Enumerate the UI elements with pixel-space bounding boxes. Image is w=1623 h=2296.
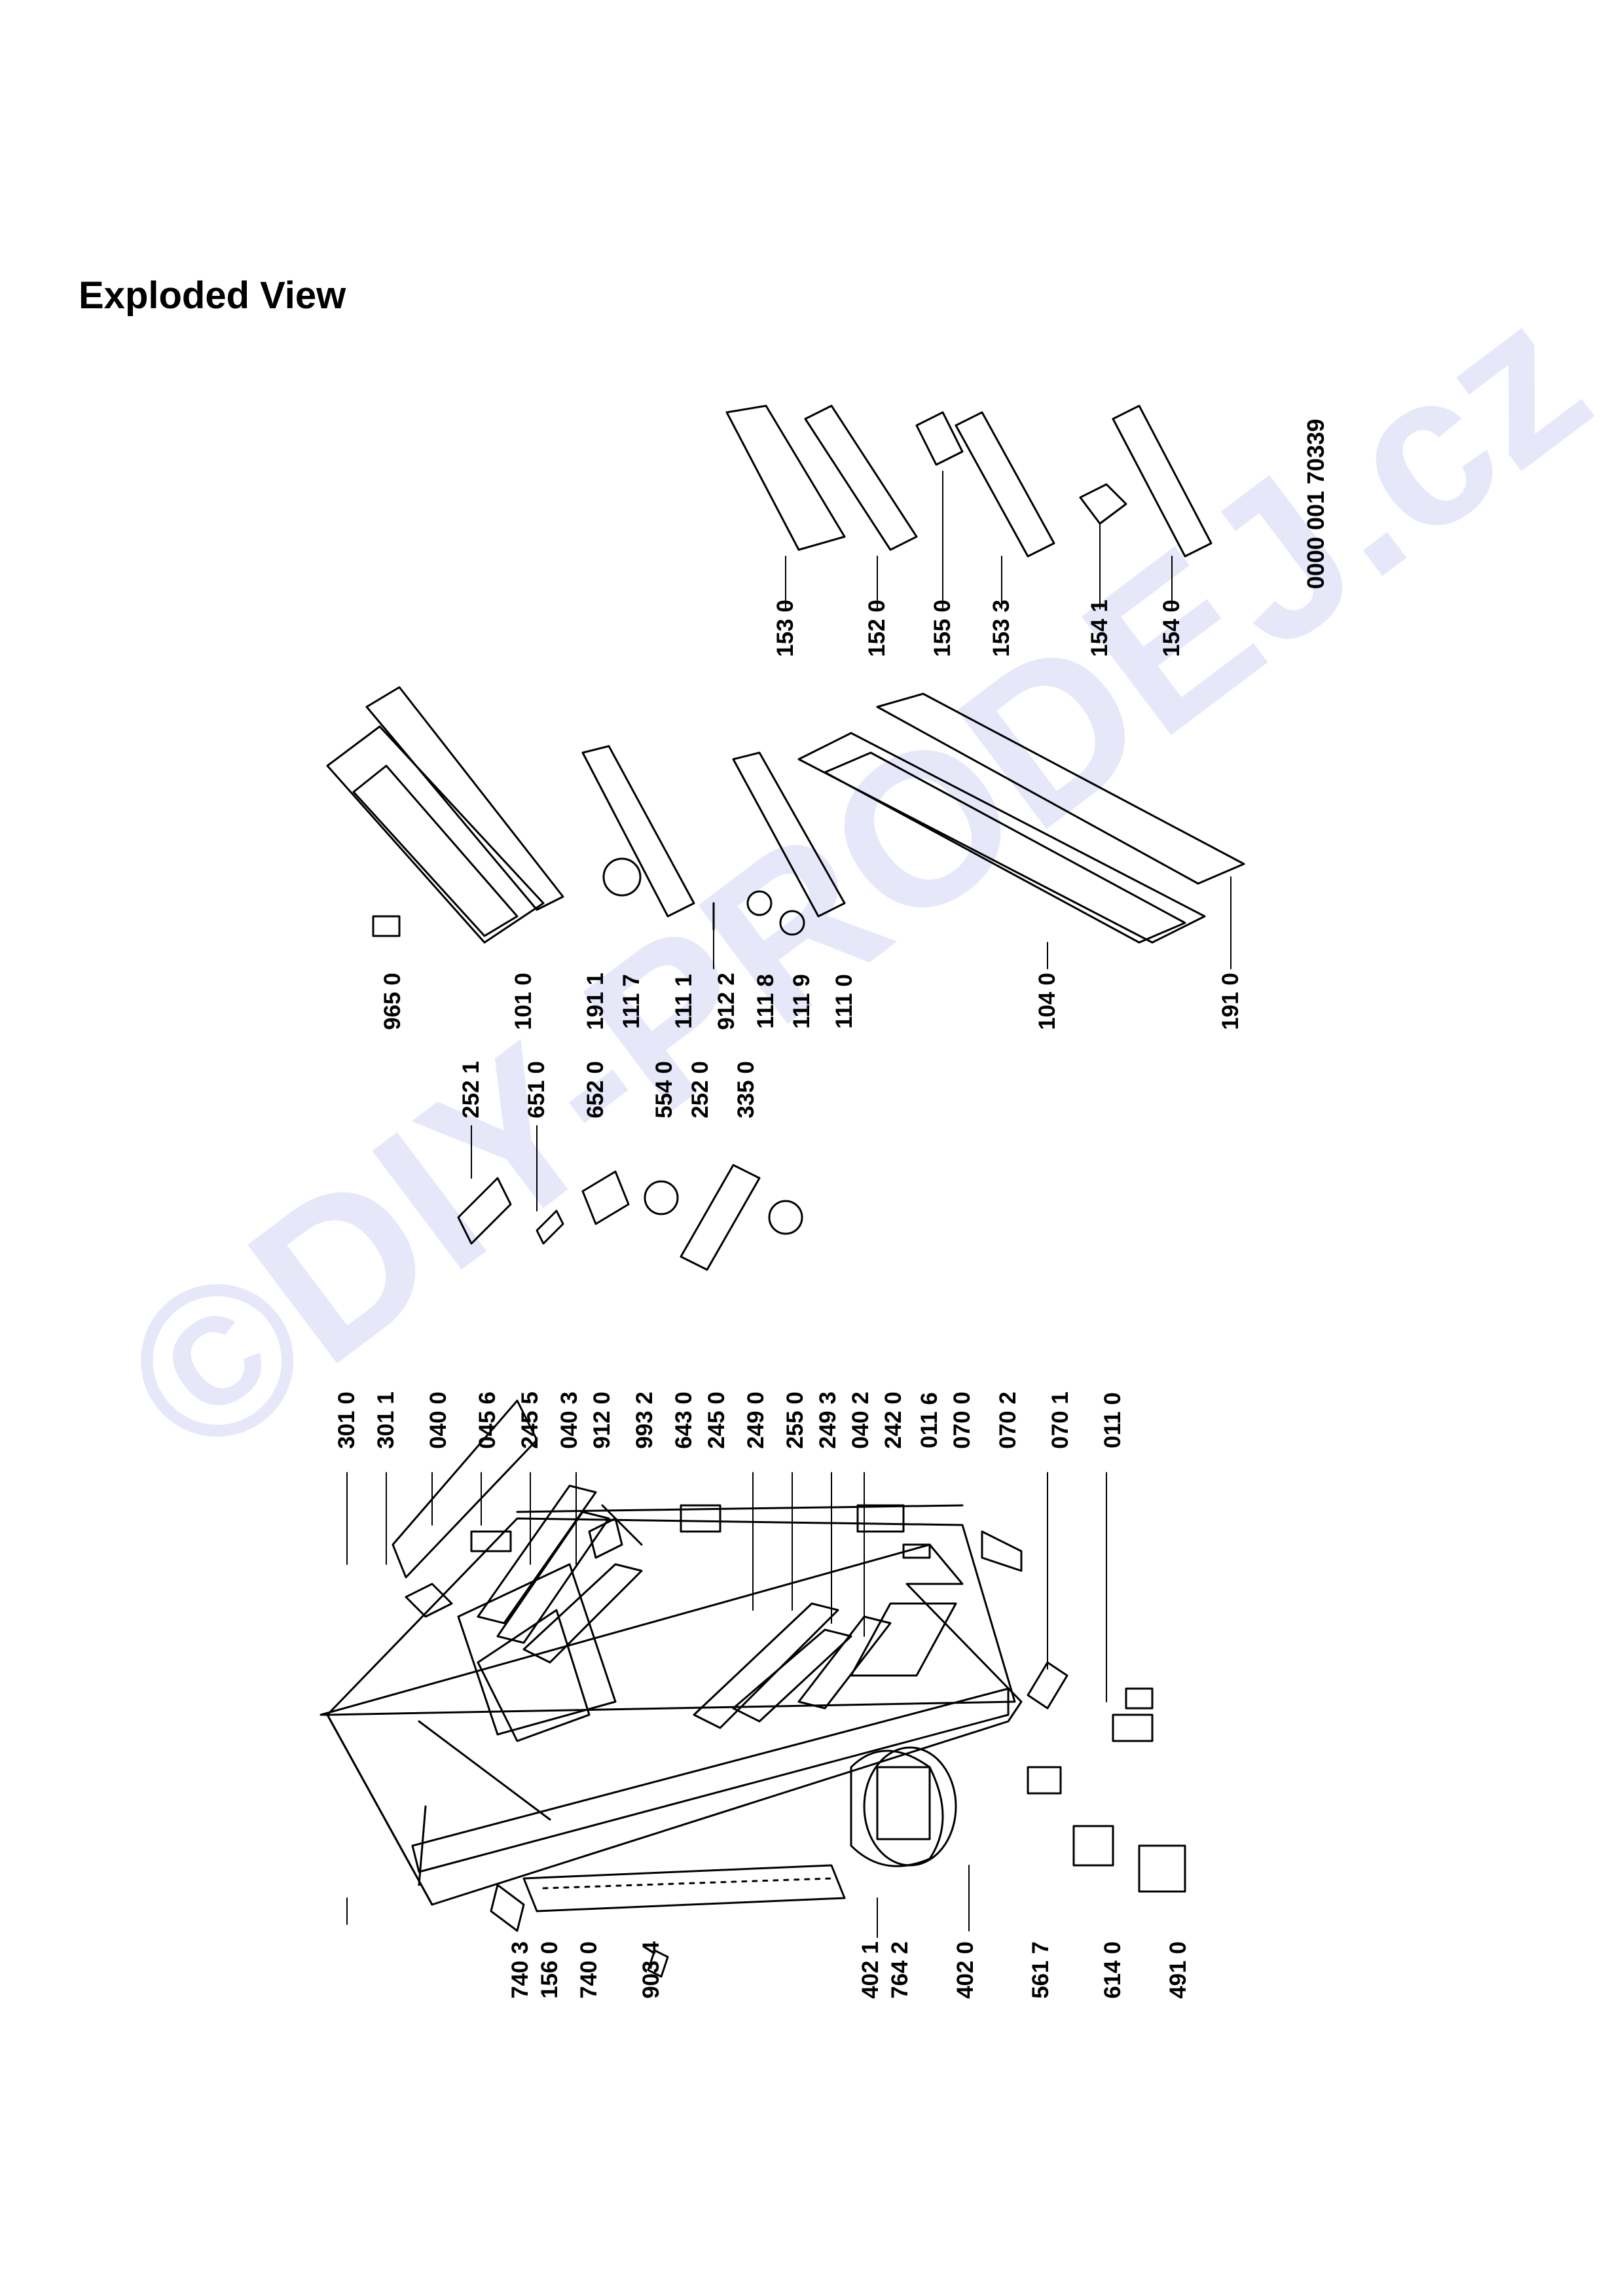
label-040-3: 040 3 xyxy=(556,1391,582,1449)
label-903-4: 903 4 xyxy=(638,1941,664,1999)
label-153-3: 153 3 xyxy=(989,600,1014,657)
label-101-0: 101 0 xyxy=(511,973,536,1030)
label-156-0: 156 0 xyxy=(537,1941,562,1999)
label-249-3: 249 3 xyxy=(815,1391,841,1449)
label-740-3: 740 3 xyxy=(507,1941,533,1999)
label-335-0: 335 0 xyxy=(733,1061,759,1119)
label-152-0: 152 0 xyxy=(864,600,890,657)
label-011-0: 011 0 xyxy=(1100,1392,1125,1448)
freezer-door xyxy=(327,687,563,942)
label-155-0: 155 0 xyxy=(930,600,955,657)
label-111-1: 111 1 xyxy=(671,974,697,1029)
page-title: Exploded View xyxy=(79,274,346,317)
cabinet-body xyxy=(321,1401,1021,1905)
label-402-0: 402 0 xyxy=(953,1941,978,1999)
label-912-2: 912 2 xyxy=(714,973,739,1030)
condenser xyxy=(524,1865,845,1911)
label-070-1: 070 1 xyxy=(1048,1391,1073,1449)
label-111-0: 111 0 xyxy=(831,974,857,1029)
label-154-1: 154 1 xyxy=(1087,600,1112,657)
label-554-0: 554 0 xyxy=(651,1061,677,1119)
label-191-0: 191 0 xyxy=(1218,973,1243,1030)
label-045-6: 045 6 xyxy=(475,1391,500,1449)
label-111-8: 111 8 xyxy=(753,974,778,1029)
label-040-0: 040 0 xyxy=(426,1391,451,1449)
label-011-6: 011 6 xyxy=(917,1392,942,1448)
label-561-7: 561 7 xyxy=(1028,1941,1053,1999)
label-252-0: 252 0 xyxy=(687,1061,713,1119)
label-614-0: 614 0 xyxy=(1100,1941,1125,1999)
leader-lines xyxy=(347,471,1231,1937)
label-402-1: 402 1 xyxy=(858,1941,883,1999)
label-764-2: 764 2 xyxy=(887,1941,913,1999)
label-040-2: 040 2 xyxy=(848,1391,873,1449)
label-153-0: 153 0 xyxy=(773,600,798,657)
label-111-7: 111 7 xyxy=(619,974,644,1029)
fridge-door xyxy=(799,694,1244,942)
label-491-0: 491 0 xyxy=(1165,1941,1191,1999)
label-070-2: 070 2 xyxy=(995,1391,1021,1449)
label-245-5: 245 5 xyxy=(517,1391,543,1449)
label-070-0: 070 0 xyxy=(949,1391,975,1449)
label-252-1: 252 1 xyxy=(458,1061,484,1119)
label-652-0: 652 0 xyxy=(583,1061,608,1119)
label-191-1: 191 1 xyxy=(583,973,608,1030)
label-301-1: 301 1 xyxy=(373,1391,399,1449)
label-104-0: 104 0 xyxy=(1034,973,1060,1030)
label-912-0: 912 0 xyxy=(589,1391,615,1449)
label-242-0: 242 0 xyxy=(881,1391,906,1449)
label-993-2: 993 2 xyxy=(632,1391,657,1449)
compressor-assembly xyxy=(851,1748,956,1866)
label-301-0: 301 0 xyxy=(334,1391,359,1449)
drawing-code: 0000 001 70339 xyxy=(1302,418,1329,590)
shelves xyxy=(478,1486,956,1728)
label-255-0: 255 0 xyxy=(782,1391,808,1449)
label-651-0: 651 0 xyxy=(524,1061,549,1119)
label-643-0: 643 0 xyxy=(671,1391,697,1449)
label-965-0: 965 0 xyxy=(380,973,405,1030)
control-parts xyxy=(458,1165,802,1270)
loose-parts xyxy=(406,1505,1185,1977)
door-bins xyxy=(727,406,1211,556)
label-740-0: 740 0 xyxy=(576,1941,602,1999)
label-245-0: 245 0 xyxy=(704,1391,729,1449)
label-111-9: 111 9 xyxy=(789,974,814,1029)
label-249-0: 249 0 xyxy=(743,1391,769,1449)
label-154-0: 154 0 xyxy=(1159,600,1184,657)
door-handles xyxy=(583,746,845,935)
